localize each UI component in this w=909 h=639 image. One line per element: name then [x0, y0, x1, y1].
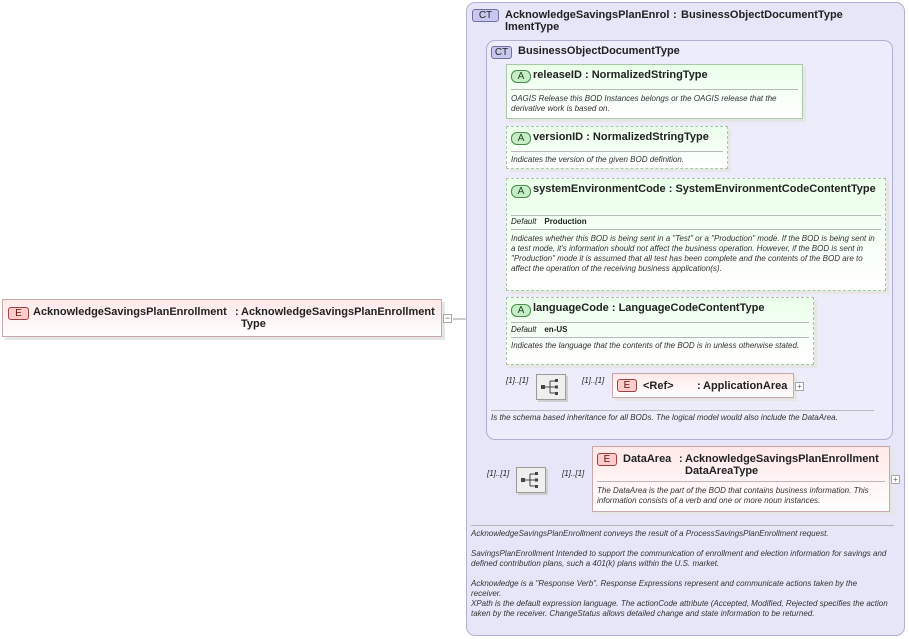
complex-type-doc-4: XPath is the default expression language… [471, 599, 888, 618]
base-doc-separator [491, 410, 874, 411]
attribute-language-code[interactable]: A languageCode : LanguageCodeContentType… [506, 297, 814, 365]
root-element[interactable]: E AcknowledgeSavingsPlanEnrollment : Ack… [2, 299, 442, 337]
complex-type-doc-1: AcknowledgeSavingsPlanEnrollment conveys… [471, 529, 829, 538]
root-element-type: AcknowledgeSavingsPlanEnrollmentType [241, 306, 435, 330]
attribute-release-id[interactable]: A releaseID : NormalizedStringType OAGIS… [506, 64, 803, 119]
sequence-icon[interactable] [516, 467, 546, 493]
attribute-name: releaseID : NormalizedStringType [533, 69, 708, 81]
base-type-name: BusinessObjectDocumentType [518, 45, 680, 57]
attribute-badge: A [511, 185, 531, 198]
element-badge: E [8, 307, 29, 320]
documentation-separator [471, 525, 894, 526]
complex-type-name: AcknowledgeSavingsPlanEnrollmentType [505, 9, 670, 33]
attribute-name: languageCode : LanguageCodeContentType [533, 302, 765, 314]
attribute-name: systemEnvironmentCode : SystemEnvironmen… [533, 183, 876, 195]
complex-type-badge: CT [472, 9, 499, 22]
complex-type-doc-2: SavingsPlanEnrollment Intended to suppor… [471, 549, 887, 568]
element-application-area[interactable]: E <Ref> : ApplicationArea [612, 373, 794, 398]
collapse-icon[interactable]: − [443, 313, 452, 323]
element-type: ApplicationArea [703, 380, 788, 392]
attribute-name: versionID : NormalizedStringType [533, 131, 709, 143]
attribute-badge: A [511, 132, 531, 145]
attribute-doc: Indicates whether this BOD is being sent… [511, 234, 875, 273]
element-multiplicity: [1]..[1] [562, 469, 585, 478]
element-ref: <Ref> [643, 380, 674, 392]
expand-icon[interactable]: + [891, 475, 900, 484]
element-name: DataArea [623, 453, 672, 465]
attribute-badge: A [511, 70, 531, 83]
element-type: AcknowledgeSavingsPlanEnrollmentDataArea… [685, 453, 879, 477]
complex-type-doc-3: Acknowledge is a "Response Verb". Respon… [471, 579, 858, 598]
element-doc: The DataArea is the part of the BOD that… [597, 486, 869, 505]
attribute-doc: Indicates the language that the contents… [511, 341, 800, 350]
element-data-area[interactable]: E DataArea : AcknowledgeSavingsPlanEnrol… [592, 446, 890, 512]
attribute-badge: A [511, 304, 531, 317]
element-badge: E [597, 453, 617, 466]
attribute-version-id[interactable]: A versionID : NormalizedStringType Indic… [506, 126, 728, 169]
expand-icon[interactable]: + [795, 382, 804, 391]
base-type-doc: Is the schema based inheritance for all … [491, 413, 838, 422]
attribute-doc: OAGIS Release this BOD Instances belongs… [511, 94, 777, 113]
sequence-icon[interactable] [536, 374, 566, 400]
element-multiplicity: [1]..[1] [582, 376, 605, 385]
sequence-multiplicity: [1]..[1] [506, 376, 529, 385]
attribute-doc: Indicates the version of the given BOD d… [511, 155, 684, 164]
sequence-multiplicity: [1]..[1] [487, 469, 510, 478]
attribute-system-environment-code[interactable]: A systemEnvironmentCode : SystemEnvironm… [506, 178, 886, 291]
complex-type-base: BusinessObjectDocumentType [681, 9, 843, 21]
base-type-badge: CT [491, 46, 512, 59]
root-element-name: AcknowledgeSavingsPlanEnrollment [33, 306, 227, 318]
element-badge: E [617, 379, 637, 392]
